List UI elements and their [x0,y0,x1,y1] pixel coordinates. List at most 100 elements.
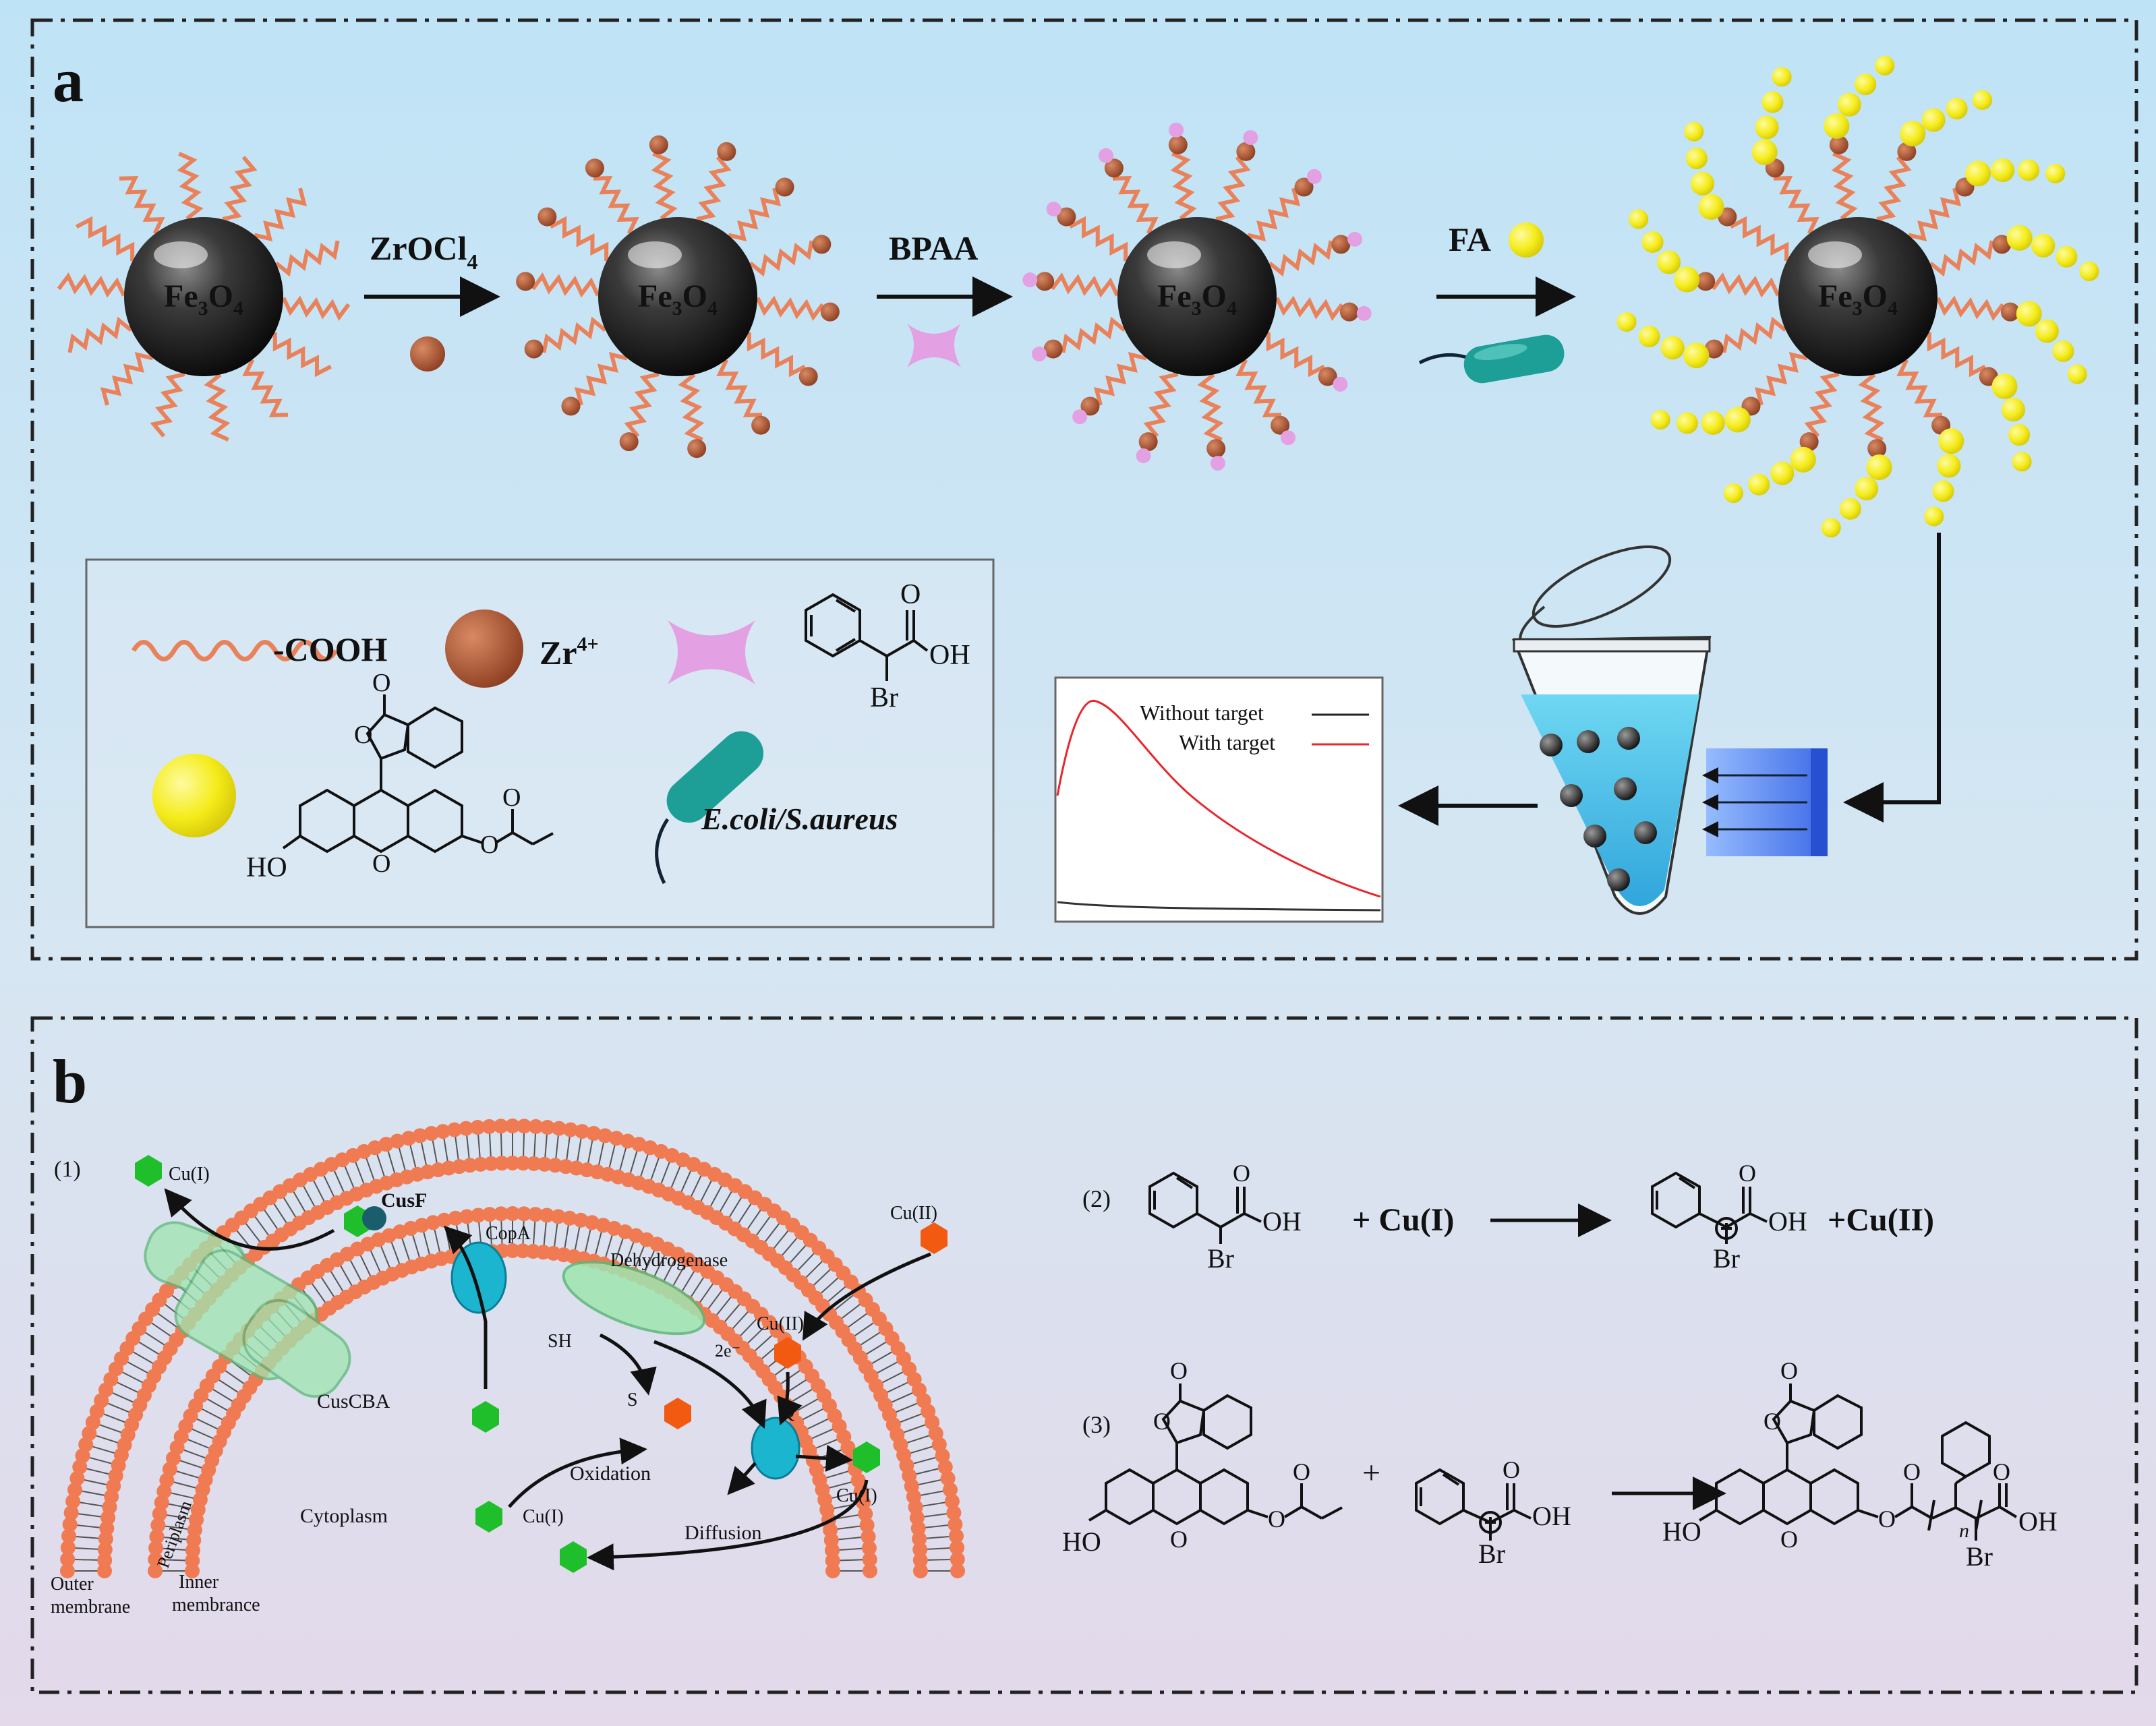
cooh-chain [1929,240,1994,277]
panel-b-label: b [53,1047,87,1116]
legend-bpaa-icon [668,620,755,684]
eq3-o2-d: O [1903,1458,1921,1485]
reagent-zrocl4: ZrOCl [370,229,467,267]
cooh-chain [254,187,308,241]
lipid-head [931,1437,947,1452]
eq2-plus-cu2: +Cu(II) [1828,1202,1934,1238]
bpaa-bead [1022,272,1038,288]
fa-structure [282,694,554,854]
lipid-head [563,1122,579,1137]
eq3-o2-ring: O [1780,1526,1798,1553]
zr-bead [1897,142,1917,161]
lipid-head [482,1119,497,1134]
cooh-chain [1143,372,1179,438]
lipid-head [62,1517,78,1532]
cooh-chain [204,373,231,442]
fa-bead [2067,364,2087,384]
bpaa-bead [1098,148,1113,163]
lipid-head [862,1552,877,1568]
zr-bead [1704,339,1724,359]
fa-bead [2016,301,2042,327]
fa-bead [2045,163,2066,183]
lipid-head [154,1495,169,1510]
nanoparticle-bare: Fe3O4 [57,152,351,442]
cooh-chain [1197,373,1224,442]
zr-bead [524,339,544,359]
arrow-to-tube [1843,533,1941,823]
lipid-head [539,1208,554,1223]
eq3-o-a: O [1170,1357,1188,1384]
lipid-head [436,1212,452,1228]
lipid-head [528,1119,544,1134]
lipid-head [412,1128,428,1143]
eq3-o-b: O [1153,1408,1171,1435]
nanoparticle-bpaa: Fe3O4 [1022,122,1372,471]
with-target-curve [1056,699,1381,898]
cooh-chain [1896,359,1943,418]
zr-bead [1339,302,1359,322]
fa-bead [1875,55,1895,76]
eq3-oh-mid: OH [1532,1501,1571,1531]
fa-bead [2006,225,2033,251]
fa-bead [1991,158,2015,183]
fa-bead [1866,454,1892,481]
eq3-plus: + [1362,1455,1380,1491]
label-sh: SH [548,1331,572,1352]
label-s: S [627,1390,638,1410]
lipid-head [550,1209,566,1224]
lipid-head [75,1448,90,1464]
fa-bead [1683,343,1710,369]
cooh-chain [1754,352,1808,406]
zr-bead [1331,235,1351,254]
bpaa-br: Br [870,682,898,713]
tube-particle [1577,730,1600,753]
lipid-head [946,1505,962,1520]
fa-bead [1748,473,1770,496]
cell-title: (1) [54,1157,81,1182]
label-cytoplasm: Cytoplasm [300,1505,388,1527]
lipid-head [516,1206,531,1222]
zr-bead [1867,439,1887,458]
cooh-chain [1858,373,1885,442]
fa-bead [2001,398,2025,422]
lipid-head [863,1564,877,1578]
legend-bacterium-icon [655,731,764,885]
eq2-plus-cu1: + Cu(I) [1352,1202,1454,1238]
fa-bead [1660,336,1685,360]
fa-bead [2079,262,2099,282]
lipid-head [60,1551,76,1567]
tube-particle [1607,868,1630,891]
label-cuscba: CusCBA [317,1390,390,1412]
cooh-chain [1170,152,1197,220]
cooh-chain [531,272,600,298]
lipid-head [424,1126,439,1141]
bpaa-bead [1210,456,1225,471]
lipid-head [150,1518,166,1533]
equation-3: (3) HO O O O O O + [1062,1357,2058,1572]
lipid-head [935,1448,950,1464]
fa-bead [2052,340,2074,362]
zr-bead [561,396,581,416]
fa-o1: O [372,669,390,697]
fa-icon [1509,222,1544,258]
equation-2: (2) O OH Br + Cu(I) [1082,1160,1934,1274]
bpaa-bead [1046,202,1061,217]
lipid-head [67,1482,83,1497]
cooh-chain [1069,216,1128,262]
bpaa-icon [907,324,961,367]
svg-text:ZrOCl4: ZrOCl4 [370,229,477,274]
tube-particle [1634,821,1657,844]
fa-bead [1723,483,1743,503]
lipid-head [494,1156,510,1171]
lipid-head [97,1564,112,1578]
fa-bead [1900,121,1926,147]
lipid-head [861,1541,877,1556]
fa-bead [1761,91,1784,113]
fa-bead [2018,159,2040,181]
lipid-head [97,1542,113,1557]
label-copa: CopA [486,1223,531,1244]
cooh-chain [749,240,814,277]
zr-bead [798,367,818,386]
panel-b: b [30,1016,2138,1694]
